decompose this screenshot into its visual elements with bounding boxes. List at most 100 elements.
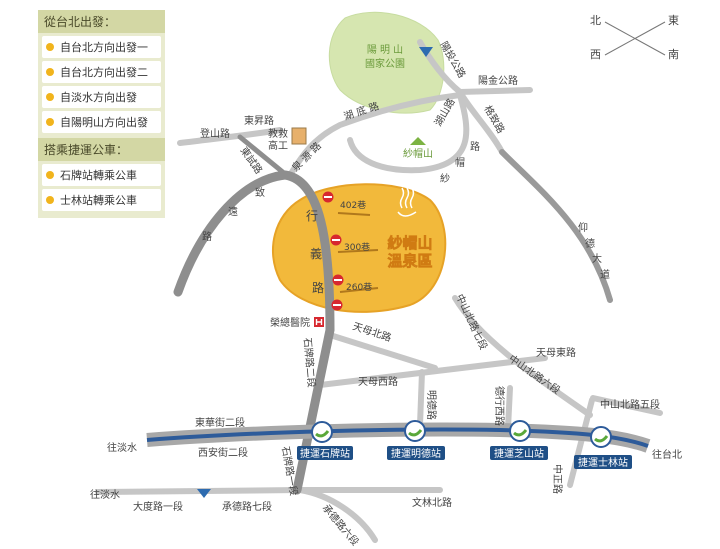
route-link-tamsui[interactable]: 自淡水方向出發 [42, 86, 161, 108]
alley-label: 260巷 [346, 282, 372, 293]
station-label: 捷運明德站 [391, 447, 441, 460]
no-entry-icon [322, 191, 334, 203]
road-dexing-west [505, 385, 513, 431]
direction-label: 往淡水 [90, 488, 120, 501]
hotspring-label: 溫泉區 [387, 252, 432, 270]
route-link-label: 自淡水方向出發 [60, 91, 137, 104]
road-label: 路 [470, 140, 480, 153]
road-label: 天母西路 [358, 375, 398, 388]
legend-header-mrt-bus: 搭乘捷運公車： [38, 138, 165, 161]
station-label: 捷運士林站 [578, 456, 628, 469]
road-label: 西安街二段 [198, 446, 248, 459]
road-label: 致 [255, 186, 265, 199]
direction-label: 往台北 [652, 448, 682, 461]
school-icon [291, 127, 307, 145]
mrt-station-shipai[interactable]: 捷運石牌站 [297, 421, 353, 460]
road-zhongzheng [567, 397, 595, 488]
bullet-icon [46, 68, 54, 76]
bullet-icon [46, 93, 54, 101]
road-label: 帽 [455, 156, 465, 169]
mrt-station-mingde[interactable]: 捷運明德站 [387, 420, 445, 460]
direction-label: 往淡水 [107, 441, 137, 454]
no-entry-icon [330, 234, 342, 246]
bullet-icon [46, 43, 54, 51]
road-mingde [417, 369, 425, 428]
compass-north: 北 [590, 14, 601, 27]
route-link-label: 士林站轉乘公車 [60, 194, 137, 207]
park-label: 國家公園 [365, 57, 405, 70]
route-link-shilin-bus[interactable]: 士林站轉乘公車 [42, 189, 161, 211]
road-label: 德 [585, 237, 595, 250]
road-label: 中山北路七段 [453, 292, 490, 352]
school-label: 高工 [268, 139, 288, 152]
road-zhongshan5 [590, 395, 663, 416]
road-hudi [287, 92, 463, 178]
shamaoshan-label: 紗帽山 [403, 147, 433, 160]
road-yangde-blvd [499, 149, 613, 303]
road-dengshan [177, 127, 283, 146]
road-label: 中山北路五段 [600, 398, 660, 411]
route-link-label: 自陽明山方向出發 [60, 116, 148, 129]
alley-lines [337, 212, 379, 293]
no-entry-icon [332, 274, 344, 286]
compass-south: 南 [668, 48, 679, 61]
hotspring-icon [397, 187, 417, 217]
school-label: 教救 [268, 127, 288, 140]
route-link-label: 石牌站轉乘公車 [60, 169, 137, 182]
road-label: 中正路 [551, 464, 564, 494]
route-link-label: 自台北方向出發一 [60, 41, 148, 54]
road-label: 仰 [578, 222, 588, 234]
road-label: 行 [306, 209, 318, 223]
hospital-icon [314, 317, 324, 327]
route-link-taipei-2[interactable]: 自台北方向出發二 [42, 61, 161, 83]
station-label: 捷運石牌站 [300, 447, 350, 460]
road-label: 遠 [228, 205, 238, 218]
road-label: 天母東路 [536, 346, 576, 359]
road-xingyi-shipai [173, 170, 335, 495]
road-label: 登山路 [200, 127, 230, 140]
station-label: 捷運芝山站 [494, 447, 544, 460]
road-label: 大度路一段 [133, 500, 183, 513]
bullet-icon [46, 118, 54, 126]
bullet-icon [46, 196, 54, 204]
road-label: 路 [312, 280, 324, 295]
bullet-icon [46, 171, 54, 179]
road-label: 大 [592, 252, 602, 265]
road-label: 義 [310, 246, 322, 261]
yangmingshan-park-area [328, 11, 445, 114]
road-label: 石牌路二段 [301, 337, 318, 388]
road-label: 路 [202, 230, 212, 243]
route-link-taipei-1[interactable]: 自台北方向出發一 [42, 36, 161, 58]
compass-west: 西 [590, 48, 601, 61]
alley-label: 402巷 [340, 200, 366, 211]
route-shield-icon [197, 489, 211, 498]
road-label: 承德路七段 [222, 500, 272, 513]
no-entry-icon [331, 299, 343, 311]
road-label: 道 [600, 268, 610, 281]
road-label: 明德路 [425, 390, 438, 420]
park-label: 陽 明 山 [367, 44, 403, 56]
legend-header-from-taipei: 從台北出發： [38, 10, 165, 33]
road-label: 東華街二段 [195, 416, 245, 429]
route-shield-icon [419, 47, 433, 57]
road-zhongshan [452, 295, 593, 418]
mrt-station-shilin[interactable]: 捷運士林站 [574, 426, 632, 469]
road-shamao [347, 92, 470, 174]
road-tianmu-north [327, 332, 438, 371]
road-label: 德行西路 [493, 386, 506, 426]
road-label: 陽金公路 [478, 74, 518, 87]
road-tianmu-west-east [317, 355, 548, 388]
hospital-label: 榮總醫院 [270, 316, 310, 329]
compass-east: 東 [668, 14, 679, 27]
route-link-label: 自台北方向出發二 [60, 66, 148, 79]
compass [604, 21, 666, 56]
road-label: 文林北路 [412, 496, 452, 509]
mountain-icon [410, 137, 426, 145]
alley-label: 300巷 [344, 242, 370, 253]
mrt-station-zhishan[interactable]: 捷運芝山站 [490, 420, 548, 460]
hotspring-label: 紗帽山 [387, 234, 432, 252]
route-link-shipai-bus[interactable]: 石牌站轉乘公車 [42, 164, 161, 186]
route-link-yangmingshan[interactable]: 自陽明山方向出發 [42, 111, 161, 133]
road-label: 紗 [440, 173, 450, 185]
